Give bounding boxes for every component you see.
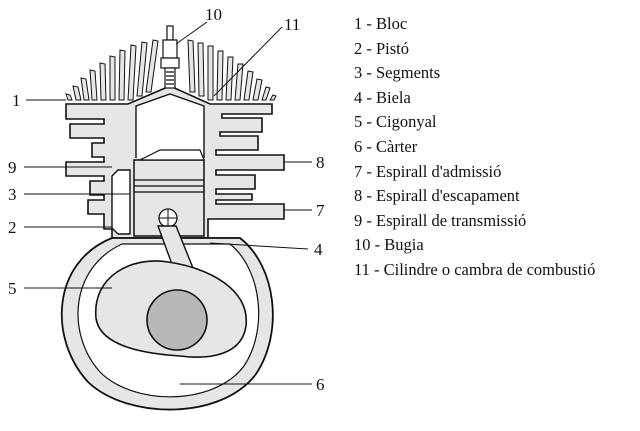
legend-item-bugia: 10 - Bugia: [354, 235, 424, 255]
callout-5: 5: [8, 279, 17, 298]
transfer-port: [111, 169, 131, 235]
legend-item-bloc: 1 - Bloc: [354, 14, 408, 33]
callout-10: 10: [205, 5, 222, 24]
callout-7: 7: [316, 201, 325, 220]
head-fins: [65, 39, 277, 101]
callout-3: 3: [8, 185, 17, 204]
legend-item-pisto: 2 - Pistó: [354, 38, 410, 58]
legend-item-cigonyal: 5 - Cigonyal: [354, 112, 437, 132]
combustion-chamber: [135, 93, 205, 158]
callout-9: 9: [8, 158, 17, 177]
legend: 1 - Bloc 2 - Pistó 3 - Segments 4 - Biel…: [354, 12, 595, 283]
legend-item-carter: 6 - Càrter: [354, 136, 418, 156]
callout-6: 6: [316, 375, 325, 394]
piston-rings: [134, 179, 204, 193]
legend-item-espirall-transmissio: 9 - Espirall de transmissió: [354, 210, 527, 230]
callout-4: 4: [314, 240, 323, 259]
crank-main-bearing: [146, 289, 208, 351]
callout-8: 8: [316, 153, 325, 172]
piston: [133, 149, 205, 237]
legend-item-espirall-admissio: 7 - Espirall d'admissió: [354, 161, 502, 181]
legend-item-espirall-escapament: 8 - Espirall d'escapament: [354, 186, 520, 206]
legend-item-segments: 3 - Segments: [354, 63, 441, 83]
callout-1: 1: [12, 91, 21, 110]
callout-2: 2: [8, 218, 17, 237]
legend-item-cilindre: 11 - Cilindre o cambra de combustió: [354, 259, 596, 279]
spark-plug: [160, 25, 180, 89]
leader-lines: [24, 21, 312, 385]
legend-item-biela: 4 - Biela: [354, 87, 411, 107]
callout-11: 11: [284, 15, 300, 34]
